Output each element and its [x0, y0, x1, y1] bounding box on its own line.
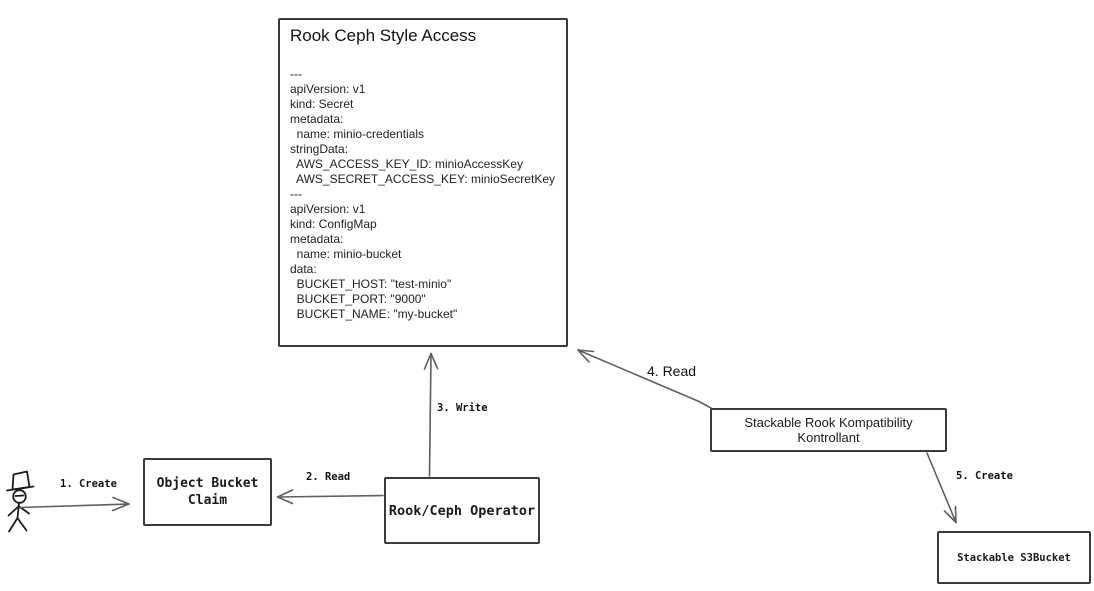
arrow-3-write	[423, 352, 439, 477]
arrow-2-read	[276, 489, 384, 505]
yaml-manifest-text: --- apiVersion: v1 kind: Secret metadata…	[290, 67, 555, 321]
arrow-4-read	[577, 349, 712, 409]
user-stick-figure-icon	[6, 470, 35, 533]
edge-label-4-read: 4. Read	[647, 363, 697, 379]
node-title: Rook Ceph Style Access	[290, 26, 477, 45]
node-label: Rook/Ceph Operator	[388, 502, 536, 519]
node-label: Stackable Rook Kompatibility Kontrollant	[744, 415, 917, 445]
node-stackable-s3bucket: Stackable S3Bucket	[937, 531, 1091, 584]
node-label: Object Bucket Claim	[156, 476, 267, 508]
edge-label-5-create: 5. Create	[956, 470, 1013, 482]
node-stackable-rook-kompatibility-kontrollant: Stackable Rook Kompatibility Kontrollant	[710, 408, 947, 452]
edge-label-1-create: 1. Create	[60, 478, 117, 490]
node-object-bucket-claim: Object Bucket Claim	[143, 458, 272, 526]
node-label: Stackable S3Bucket	[957, 551, 1071, 564]
arrow-5-create	[926, 452, 957, 524]
arrow-1-create	[19, 496, 130, 512]
edge-label-3-write: 3. Write	[437, 402, 488, 414]
node-rook-ceph-style-access: Rook Ceph Style Access --- apiVersion: v…	[278, 18, 568, 347]
edge-label-2-read: 2. Read	[306, 471, 351, 483]
node-rook-ceph-operator: Rook/Ceph Operator	[384, 477, 540, 544]
